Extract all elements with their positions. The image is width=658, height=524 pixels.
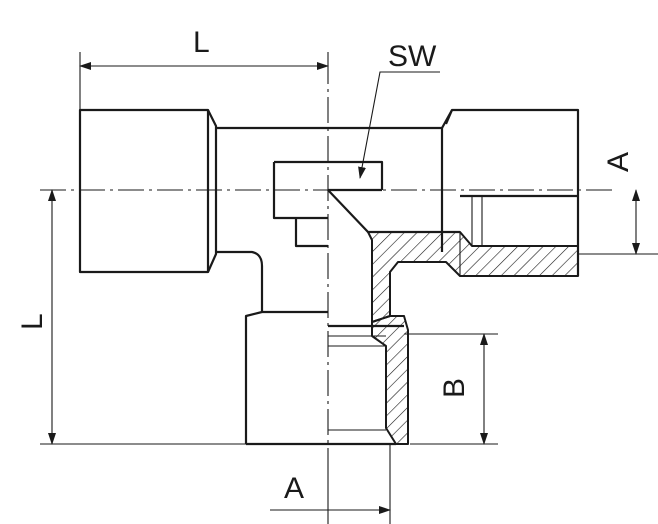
tee-body-left-outline <box>216 126 328 312</box>
dimension-bottom-offset: A <box>270 444 391 524</box>
wrench-size-leader: SW <box>358 40 440 179</box>
dimension-bottom-offset-label: A <box>284 472 304 505</box>
wrench-size-label: SW <box>388 40 437 73</box>
dimension-top-length: L <box>79 26 329 110</box>
dimension-left-length: L <box>16 189 246 445</box>
dimension-bore-depth-label: B <box>438 378 471 398</box>
right-bore <box>459 194 578 276</box>
dimension-left-length-label: L <box>16 313 49 330</box>
left-nut <box>78 108 218 274</box>
dimension-right-offset-label: A <box>602 152 635 172</box>
dimension-bore-depth: B <box>404 333 498 445</box>
dimension-top-length-label: L <box>193 26 210 59</box>
hatched-section-right <box>367 231 579 323</box>
internal-cone-line <box>327 188 460 234</box>
bottom-bore <box>328 324 404 446</box>
dimension-right-offset: A <box>578 152 658 255</box>
bottom-nut <box>244 310 328 446</box>
hatched-section-bottom <box>371 315 409 445</box>
hexagon-step-detail <box>272 160 384 248</box>
